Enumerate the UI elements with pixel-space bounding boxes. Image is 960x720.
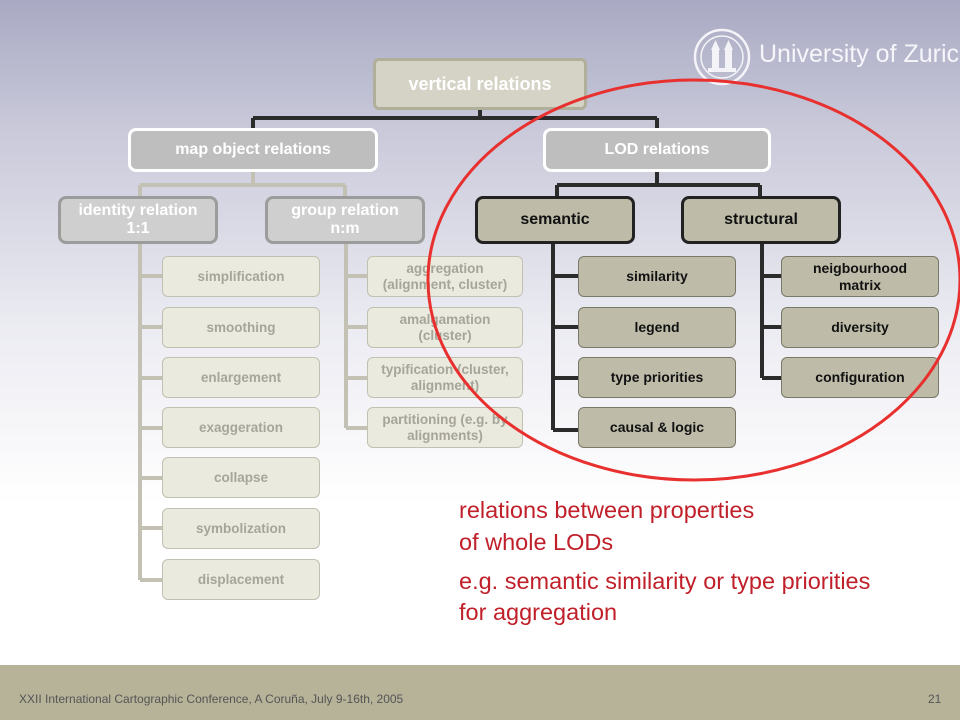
structural-item: configuration [781,357,939,398]
logo-text: University of Zurich [759,40,960,68]
annotation-line-1: relations between properties [459,497,755,523]
semantic-item: similarity [578,256,736,297]
group-item: typification (cluster, alignment) [367,357,523,398]
structural-item: neigbourhood matrix [781,256,939,297]
page-number: 21 [928,692,942,706]
group-item: aggregation (alignment, cluster) [367,256,523,297]
semantic-node: semantic [475,196,635,244]
group-item: amalgamation (cluster) [367,307,523,348]
group-relation-node: group relation n:m [265,196,425,244]
structural-item: diversity [781,307,939,348]
semantic-item: causal & logic [578,407,736,448]
semantic-item: legend [578,307,736,348]
group-item: partitioning (e.g. by alignments) [367,407,523,448]
identity-item: displacement [162,559,320,600]
structural-node: structural [681,196,841,244]
identity-item: collapse [162,457,320,498]
annotation-line-2: of whole LODs [459,529,614,555]
identity-item: simplification [162,256,320,297]
map-object-relations-node: map object relations [128,128,378,172]
identity-item: enlargement [162,357,320,398]
footer-bar [0,665,960,720]
identity-item: exaggeration [162,407,320,448]
annotation-line-4: for aggregation [459,599,618,625]
identity-item: smoothing [162,307,320,348]
identity-item: symbolization [162,508,320,549]
lod-relations-node: LOD relations [543,128,771,172]
identity-relation-node: identity relation 1:1 [58,196,218,244]
university-logo: University of Zurich [693,28,960,88]
root-node: vertical relations [373,58,587,110]
semantic-item: type priorities [578,357,736,398]
annotation-line-3: e.g. semantic similarity or type priorit… [459,568,871,594]
footer-conference: XXII International Cartographic Conferen… [19,692,404,706]
